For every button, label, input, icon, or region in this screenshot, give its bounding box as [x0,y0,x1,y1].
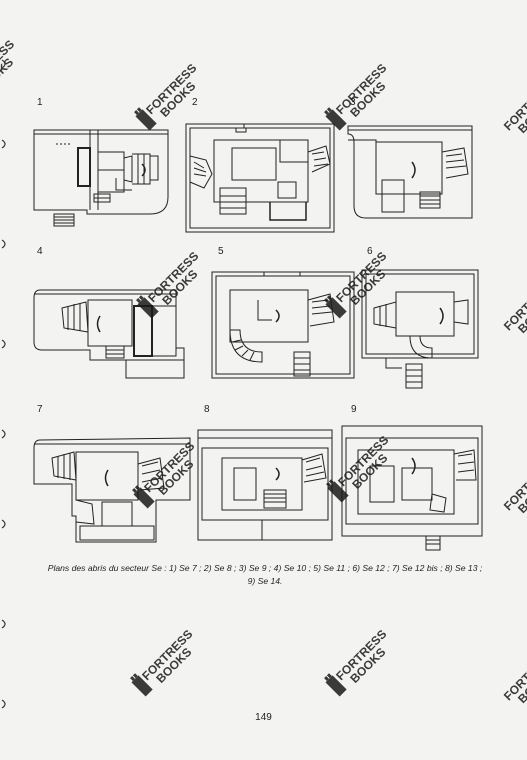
fortress-books-watermark-logo: FORTRESS BOOKS [501,80,527,136]
caption-line-1: Plans des abris du secteur Se : 1) Se 7 … [47,563,483,573]
fortress-books-watermark-logo: FORTRESS BOOKS [501,650,527,706]
floor-plan-4 [30,280,186,380]
svg-text:BOOKS: BOOKS [515,665,527,706]
plan-number-6: 6 [367,246,373,257]
svg-text:BOOKS: BOOKS [515,295,527,336]
floor-plan-5 [210,270,358,384]
svg-text:FORTRESS: FORTRESS [501,650,527,703]
plan-number-7: 7 [37,404,43,415]
floor-plan-2 [184,122,336,234]
figure-caption: Plans des abris du secteur Se : 1) Se 7 … [30,562,500,588]
floor-plan-9 [340,424,486,552]
floor-plan-6 [360,268,482,392]
svg-text:FORTRESS: FORTRESS [333,627,389,683]
plan-number-8: 8 [204,404,210,415]
svg-text:FORTRESS: FORTRESS [501,80,527,133]
plan-number-4: 4 [37,246,43,257]
plan-number-5: 5 [218,246,224,257]
floor-plan-3 [346,122,476,234]
svg-text:FORTRESS: FORTRESS [143,61,199,117]
fortress-books-watermark-logo: FORTRESS BOOKS [130,627,195,697]
plan-number-3: 3 [350,97,356,108]
svg-text:FORTRESS: FORTRESS [501,280,527,333]
fortress-books-watermark-logo: FORTRESS BOOKS [501,460,527,516]
floor-plan-8 [196,428,334,546]
svg-text:BOOKS: BOOKS [515,475,527,516]
plan-number-1: 1 [37,97,43,108]
floor-plan-7 [32,430,192,548]
floor-plan-1 [32,122,172,232]
page-number: 149 [255,712,272,723]
svg-text:FORTRESS: FORTRESS [501,460,527,513]
plan-number-2: 2 [192,97,198,108]
binding-edge-marks [1,59,6,709]
svg-text:BOOKS: BOOKS [347,645,388,686]
svg-text:BOOKS: BOOKS [153,645,194,686]
caption-line-2: 9) Se 14. [247,576,283,586]
fortress-books-watermark-logo: FORTRESS BOOKS [324,627,389,697]
plan-number-9: 9 [351,404,357,415]
fortress-books-watermark-logo: FORTRESS BOOKS [501,280,527,336]
svg-text:BOOKS: BOOKS [515,95,527,136]
svg-text:FORTRESS: FORTRESS [139,627,195,683]
svg-text:FORTRESS: FORTRESS [333,61,389,117]
